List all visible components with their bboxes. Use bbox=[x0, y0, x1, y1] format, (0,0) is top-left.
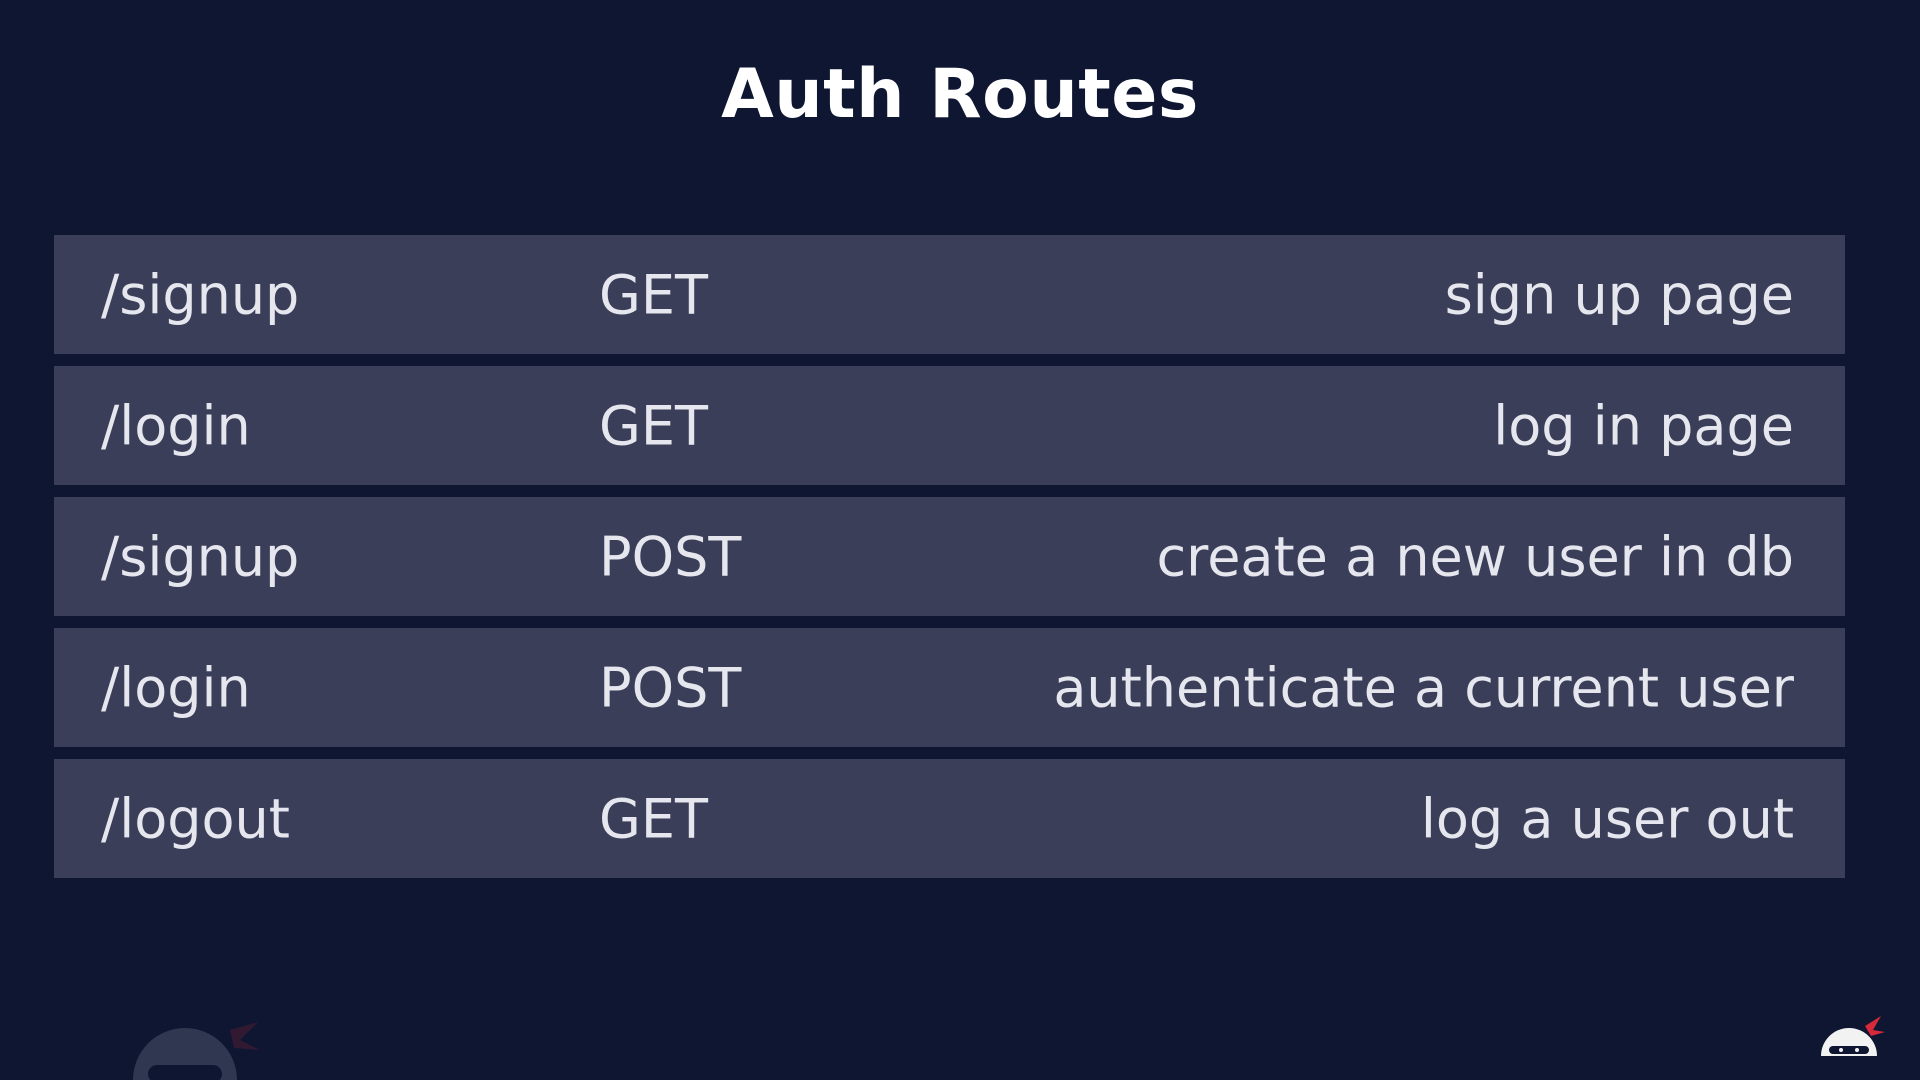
route-description: authenticate a current user bbox=[1053, 656, 1794, 719]
route-description: create a new user in db bbox=[1156, 525, 1794, 588]
route-path: /signup bbox=[101, 263, 300, 326]
route-path: /signup bbox=[101, 525, 300, 588]
slide-title: Auth Routes bbox=[721, 55, 1199, 134]
route-method: GET bbox=[599, 263, 708, 326]
route-description: log a user out bbox=[1420, 787, 1794, 850]
routes-table: /signup GET sign up page /login GET log … bbox=[54, 235, 1845, 890]
route-method: POST bbox=[599, 525, 742, 588]
route-row: /signup GET sign up page bbox=[54, 235, 1845, 354]
ninja-mascot-icon bbox=[133, 1022, 260, 1080]
route-method: GET bbox=[599, 787, 708, 850]
route-row: /login GET log in page bbox=[54, 366, 1845, 485]
ninja-logo-icon bbox=[1821, 1016, 1885, 1056]
route-path: /logout bbox=[101, 787, 290, 850]
route-path: /login bbox=[101, 394, 251, 457]
route-method: GET bbox=[599, 394, 708, 457]
route-row: /signup POST create a new user in db bbox=[54, 497, 1845, 616]
route-method: POST bbox=[599, 656, 742, 719]
route-description: log in page bbox=[1493, 394, 1794, 457]
route-description: sign up page bbox=[1444, 263, 1794, 326]
route-row: /login POST authenticate a current user bbox=[54, 628, 1845, 747]
route-row: /logout GET log a user out bbox=[54, 759, 1845, 878]
route-path: /login bbox=[101, 656, 251, 719]
